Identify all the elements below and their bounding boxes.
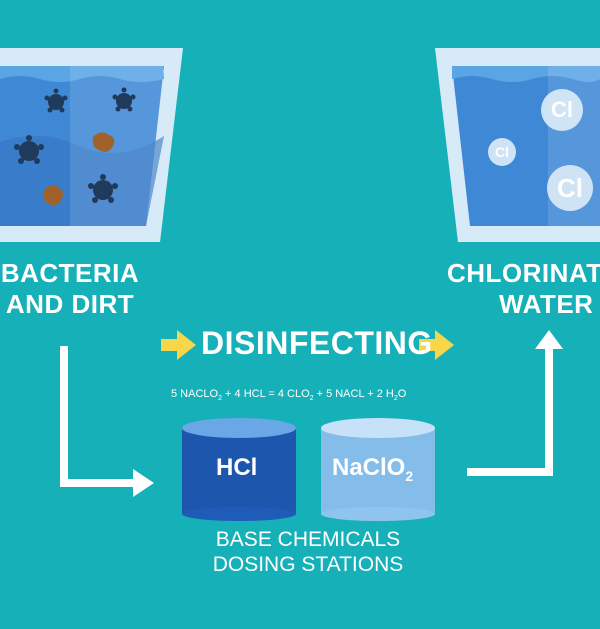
- equation-subscript: 2: [309, 395, 314, 403]
- base-label-line2: DOSING STATIONS: [212, 553, 404, 576]
- arrowhead-up-icon: [535, 330, 563, 349]
- equation-subscript: 2: [393, 395, 398, 403]
- chlorine-bubble-icon: [547, 165, 593, 211]
- equation-part: O: [397, 388, 407, 400]
- naclo2-label-text: NaClO: [332, 454, 406, 481]
- dirt-particle-icon: [43, 185, 63, 206]
- base-label-line1: BASE CHEMICALS: [215, 528, 401, 551]
- chlorine-bubble-icon: [541, 89, 583, 131]
- bacterium-icon: [88, 174, 118, 203]
- equation-subscript: 2: [218, 395, 222, 403]
- equation-part: + 4 HCL = 4 CLO: [221, 388, 310, 400]
- left-caption: BACTERIA AND DIRT: [0, 258, 140, 320]
- chlorine-bubbles: [488, 89, 593, 211]
- chemical-equation: 5 NACLO2 + 4 HCL = 4 CLO2 + 5 NACL + 2 H…: [171, 388, 406, 402]
- naclo2-drum-label: NaClO2: [332, 454, 413, 484]
- dirt-particle-icon: [92, 132, 115, 152]
- bacterium-icon: [112, 87, 136, 112]
- chlorinated-water-glass: [435, 48, 600, 242]
- hcl-drum: [182, 418, 296, 521]
- right-caption-line2: WATER: [499, 289, 594, 319]
- chlorine-bubble-icon: [488, 138, 516, 166]
- bacterium-icon: [14, 135, 44, 164]
- chlorine-bubble-label: Cl: [551, 97, 573, 122]
- chlorine-bubble-label: Cl: [495, 144, 509, 160]
- disinfecting-title: DISINFECTING: [201, 325, 433, 361]
- flow-arrow-down-right: [60, 346, 135, 487]
- arrowhead-right-icon: [133, 469, 154, 497]
- yellow-arrow-right-icon: [419, 330, 454, 360]
- left-caption-line2: AND DIRT: [5, 289, 135, 319]
- equation-part: 5 NACLO: [171, 388, 219, 400]
- chlorine-bubble-label: Cl: [557, 173, 583, 203]
- left-caption-line1: BACTERIA: [0, 258, 140, 288]
- hcl-drum-label: HCl: [216, 454, 258, 481]
- equation-part: + 5 NACL + 2 H: [313, 388, 394, 400]
- bacteria-cluster: [14, 87, 136, 203]
- right-caption: CHLORINAT WATER: [447, 258, 600, 320]
- flow-arrow-right-up: [467, 347, 553, 476]
- naclo2-drum: [321, 418, 435, 521]
- right-caption-line1: CHLORINAT: [447, 258, 600, 288]
- dirt-particles: [43, 132, 115, 206]
- naclo2-label-subscript: 2: [405, 467, 414, 484]
- base-chemicals-label: BASE CHEMICALS DOSING STATIONS: [158, 527, 458, 577]
- bacterium-icon: [44, 88, 68, 113]
- yellow-arrow-left-icon: [161, 330, 196, 360]
